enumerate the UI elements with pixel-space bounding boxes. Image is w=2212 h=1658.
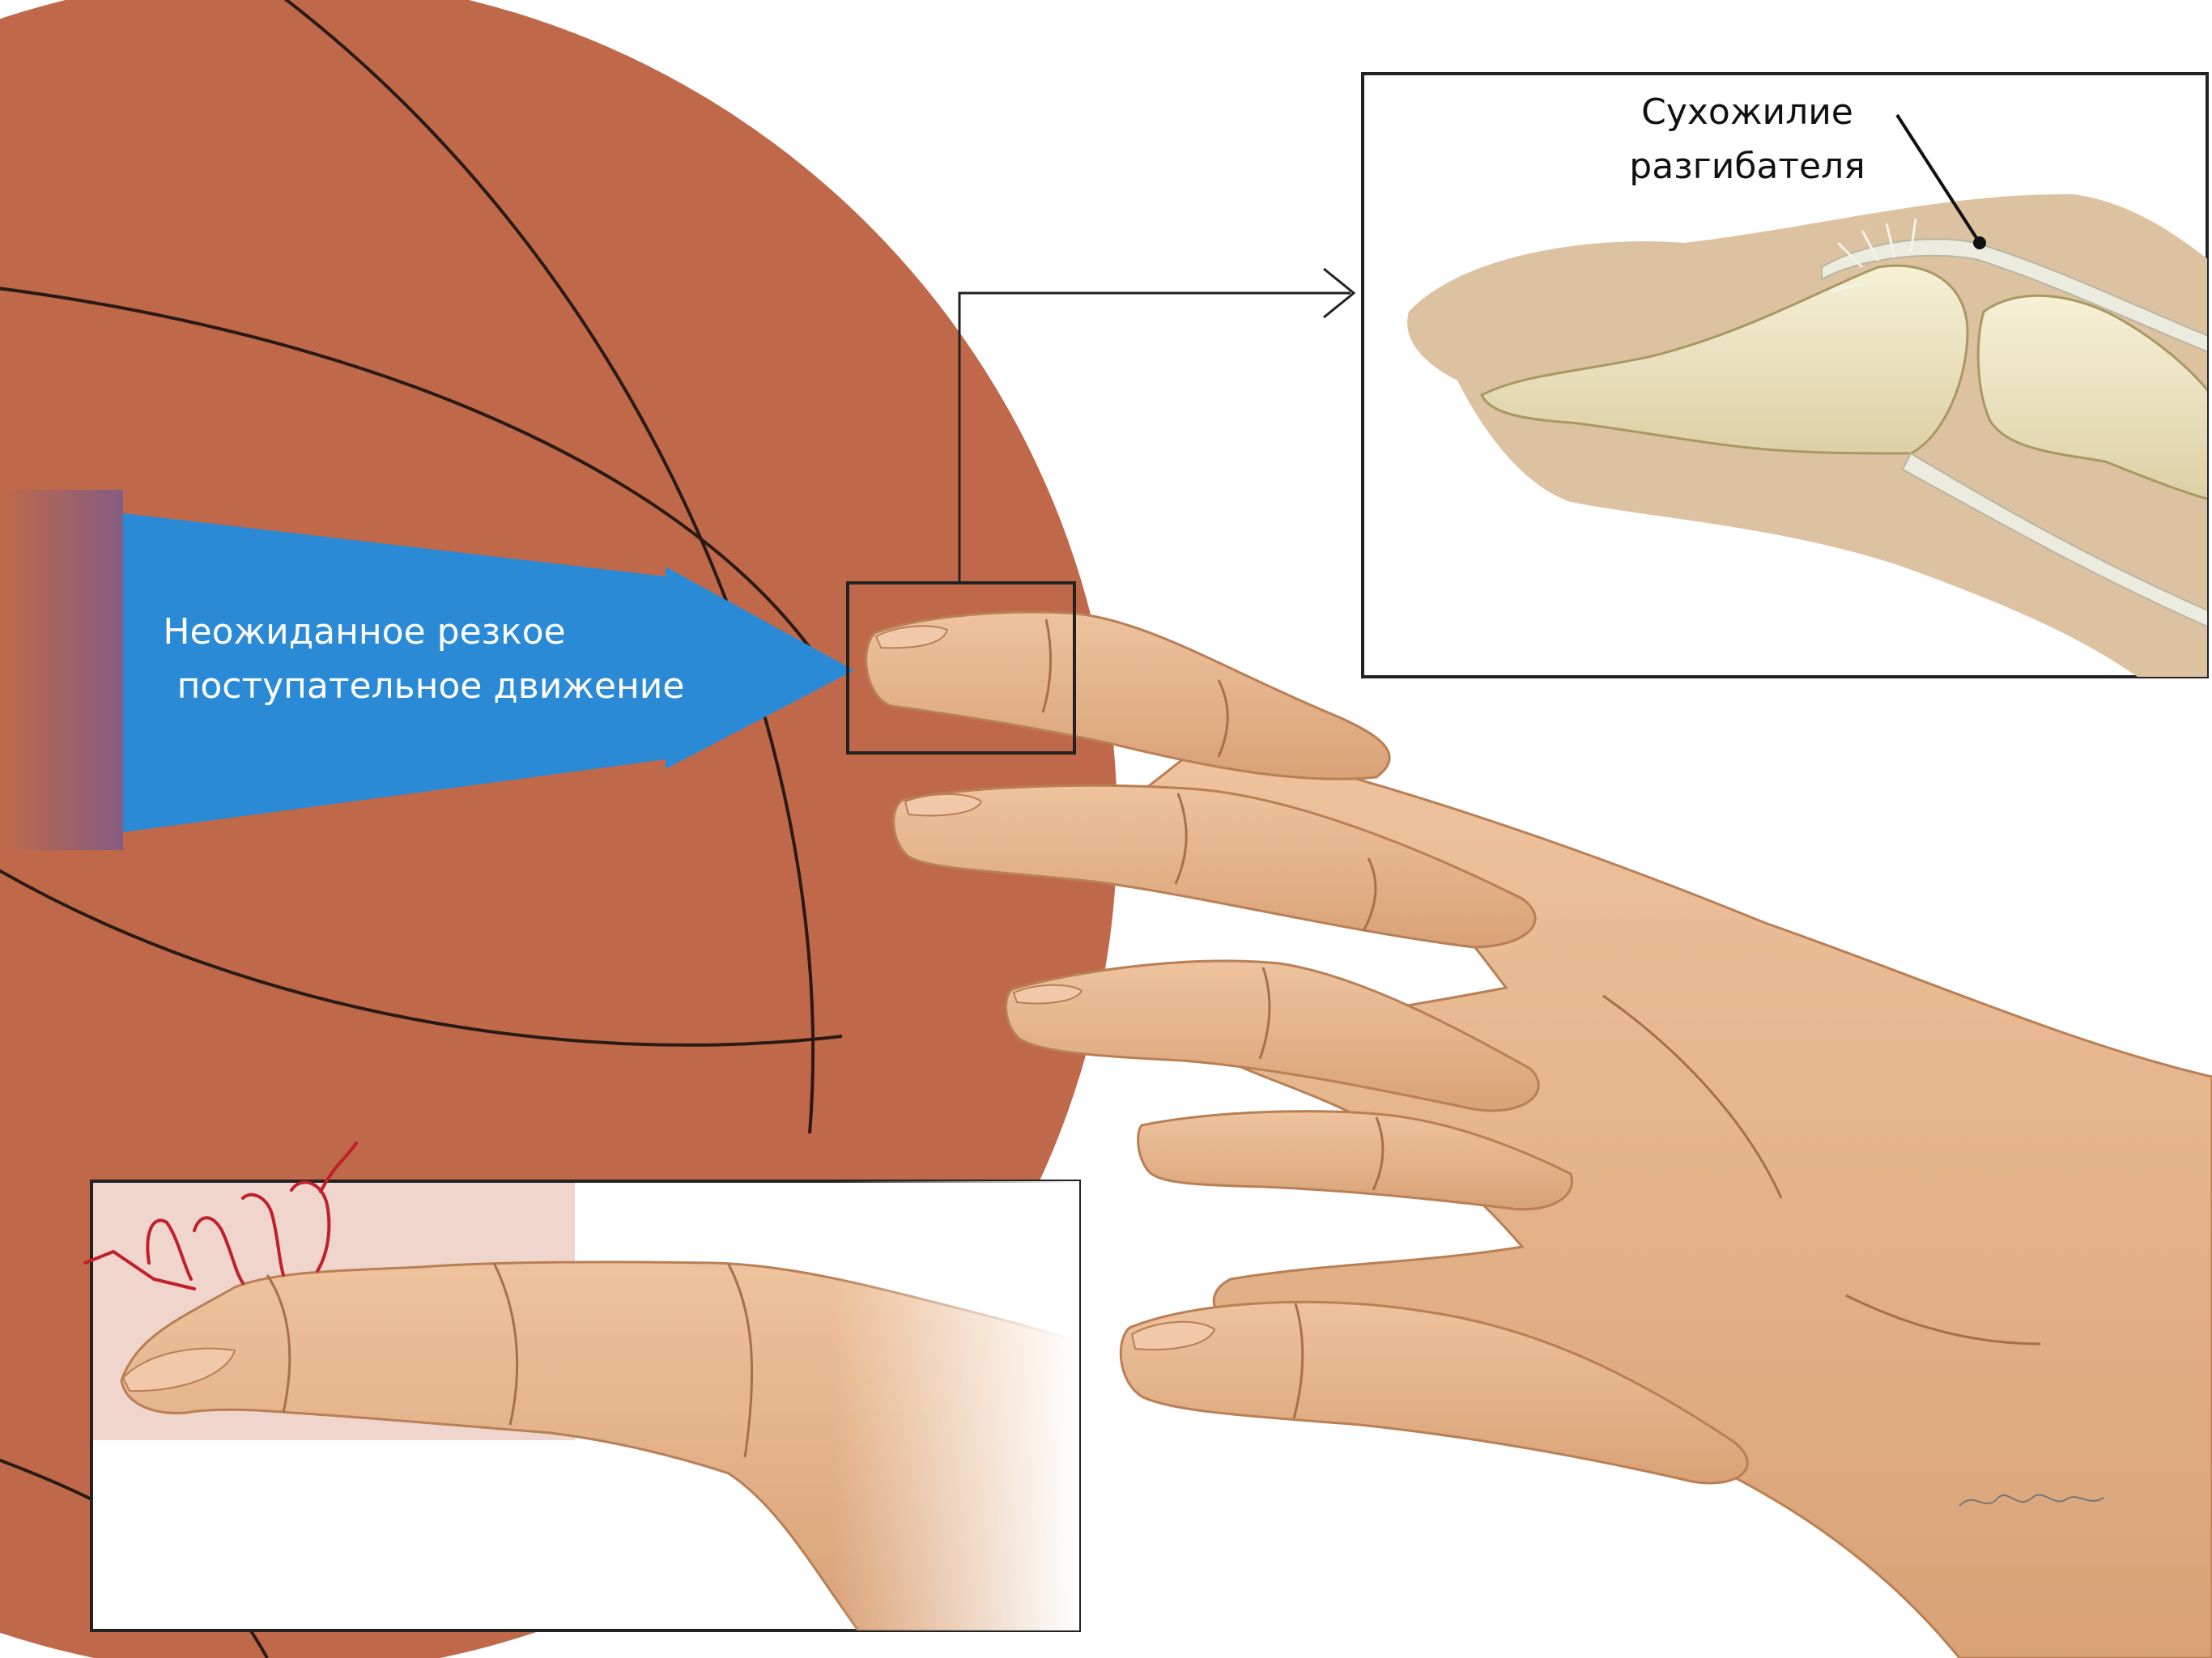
tendon-label-line-1: Сухожилие	[1641, 91, 1853, 133]
tendon-label-line-2: разгибателя	[1629, 146, 1865, 187]
inset-fade	[91, 1181, 1079, 1630]
arrow-label-line-2: поступательное движение	[177, 665, 685, 707]
tendon-label-dot	[1973, 236, 1986, 249]
arrow-label-line-1: Неожиданное резкое	[163, 611, 565, 653]
finger-ring	[1006, 961, 1538, 1111]
arrow-tail-fade	[0, 490, 123, 850]
tendon-inset: Сухожилие разгибателя	[1363, 74, 2212, 677]
mallet-finger-inset	[85, 1143, 1085, 1630]
